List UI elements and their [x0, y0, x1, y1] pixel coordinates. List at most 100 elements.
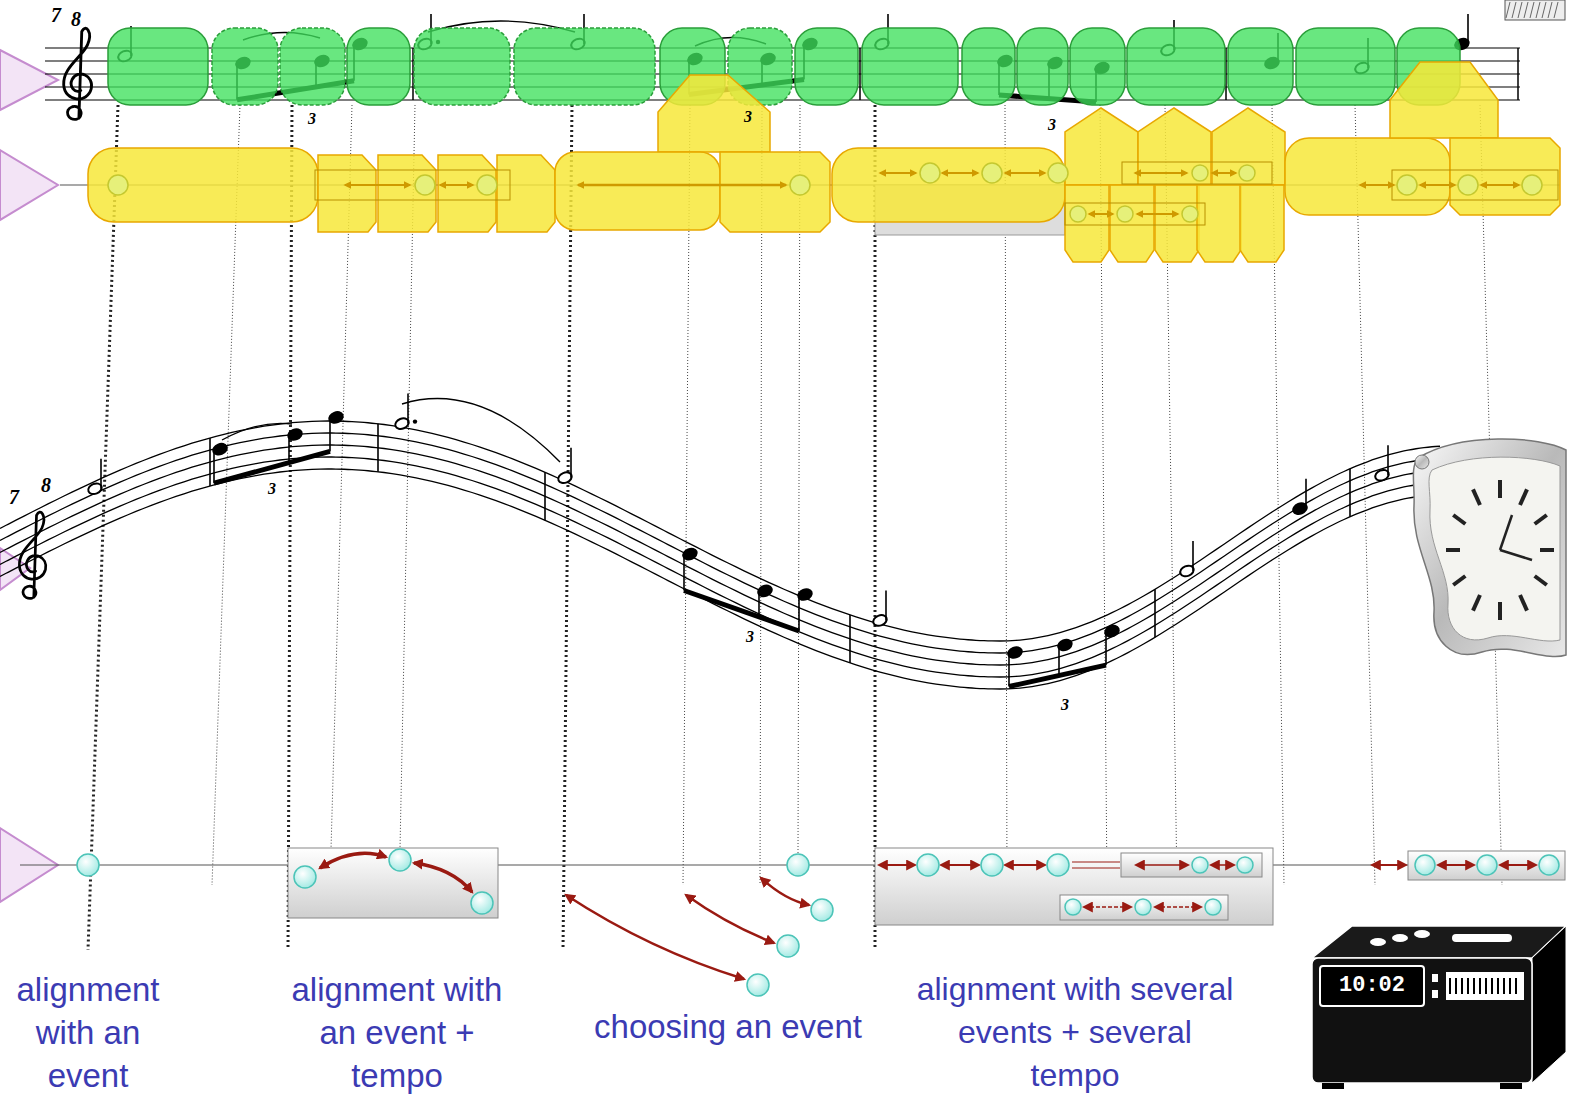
clock-foot	[1322, 1083, 1344, 1089]
clock-tick	[1498, 480, 1502, 498]
note-box	[414, 28, 510, 105]
relation-arrow	[1360, 184, 1394, 186]
relation-arrow	[941, 864, 979, 866]
note-box	[1228, 28, 1293, 105]
group-frame	[1122, 162, 1272, 184]
treble-clef	[19, 512, 45, 598]
clock-tick	[1453, 576, 1465, 585]
caption: alignment with an event	[3, 968, 173, 1097]
triplet-number: 3	[262, 480, 282, 498]
group-panel	[288, 848, 498, 918]
note-box	[1070, 28, 1125, 105]
relation-arrow	[1155, 906, 1201, 908]
note-box	[862, 28, 958, 105]
staff-line	[0, 469, 1440, 689]
relation-arrow	[1084, 906, 1131, 908]
group-panel	[875, 848, 1273, 925]
action-shape	[1065, 185, 1109, 262]
relation-arrow	[880, 172, 916, 174]
note-stem	[758, 591, 760, 617]
event-dot	[1415, 855, 1435, 875]
note-stem	[288, 435, 290, 463]
relation-arrow	[879, 864, 915, 866]
action-shape	[497, 155, 555, 232]
clock-tick	[1446, 548, 1460, 552]
note-stem	[213, 449, 215, 483]
relation-arrow	[942, 172, 978, 174]
time-signature-number: 8	[66, 8, 86, 30]
event-dot	[1397, 175, 1417, 195]
note-stem	[407, 394, 409, 424]
event-dot	[1047, 854, 1069, 876]
note-box	[280, 28, 345, 105]
clock-button	[1392, 934, 1408, 942]
action-shape	[1065, 108, 1138, 185]
event-dot	[1539, 855, 1559, 875]
action-shape	[832, 148, 1065, 222]
action-shape	[1110, 185, 1154, 262]
panel-stripe	[1485, 978, 1487, 994]
event-dot	[415, 175, 435, 195]
event-dot	[477, 175, 497, 195]
clock-tick	[1520, 489, 1527, 505]
relation-arrow	[1500, 864, 1536, 866]
bar-line	[1154, 589, 1156, 637]
etching-hatch	[1506, 2, 1510, 18]
staff-line	[0, 421, 1440, 641]
triplet-number: 3	[1055, 696, 1075, 714]
bar-line	[1349, 469, 1351, 517]
time-signature-number: 7	[46, 4, 66, 26]
etching-hatch	[1548, 2, 1552, 18]
relation-arrow	[761, 878, 809, 905]
triplet-beam	[1009, 665, 1106, 686]
clock-display-text: 10:02	[1324, 971, 1420, 1001]
relation-arrow	[1481, 184, 1519, 186]
panel-stripe	[1479, 978, 1481, 994]
event-dot	[790, 175, 810, 195]
note-box	[1127, 28, 1225, 105]
note-stem	[1008, 653, 1010, 687]
event-dot	[982, 163, 1002, 183]
note-box	[514, 28, 655, 105]
etching-hatch	[1536, 2, 1540, 18]
event-dot	[920, 163, 940, 183]
panel-stripe	[1473, 978, 1475, 994]
melting-clock	[1413, 439, 1566, 657]
clock-button	[1370, 938, 1386, 946]
event-dot	[1239, 165, 1255, 181]
clock-display	[1320, 966, 1424, 1006]
event-dot	[1065, 899, 1081, 915]
relation-arrow	[1438, 864, 1474, 866]
alignment-line	[563, 105, 572, 950]
action-shape	[1285, 138, 1450, 215]
action-shape	[1155, 185, 1199, 262]
staff-line	[0, 433, 1440, 653]
clock-tick	[1535, 515, 1547, 524]
panel-stripe	[1467, 978, 1469, 994]
note-stem	[1192, 541, 1194, 571]
event-dot	[811, 899, 833, 921]
group-panel	[1408, 851, 1565, 880]
event-dot	[747, 974, 769, 996]
note-dot	[413, 419, 417, 423]
track-marker	[0, 150, 58, 220]
event-dot	[1237, 857, 1253, 873]
relation-arrow	[1005, 172, 1045, 174]
event-dot	[1182, 206, 1198, 222]
event-dot	[77, 854, 99, 876]
panel-stripe	[1449, 978, 1451, 994]
relation-arrow	[578, 184, 786, 187]
caption: choosing an event	[563, 1005, 893, 1048]
etching-hatch	[1524, 2, 1528, 18]
triplet-number: 3	[738, 108, 758, 126]
clock-panel	[1446, 972, 1524, 1000]
event-dot	[1522, 175, 1542, 195]
staff-line	[0, 445, 1440, 665]
triplet-number: 3	[302, 110, 322, 128]
clock-tick	[1520, 595, 1527, 611]
action-shape	[1197, 185, 1241, 262]
etching-hatch	[1518, 2, 1522, 18]
etching-hatch	[1542, 2, 1546, 18]
clock-knob	[1415, 455, 1429, 469]
action-shape	[555, 152, 720, 230]
